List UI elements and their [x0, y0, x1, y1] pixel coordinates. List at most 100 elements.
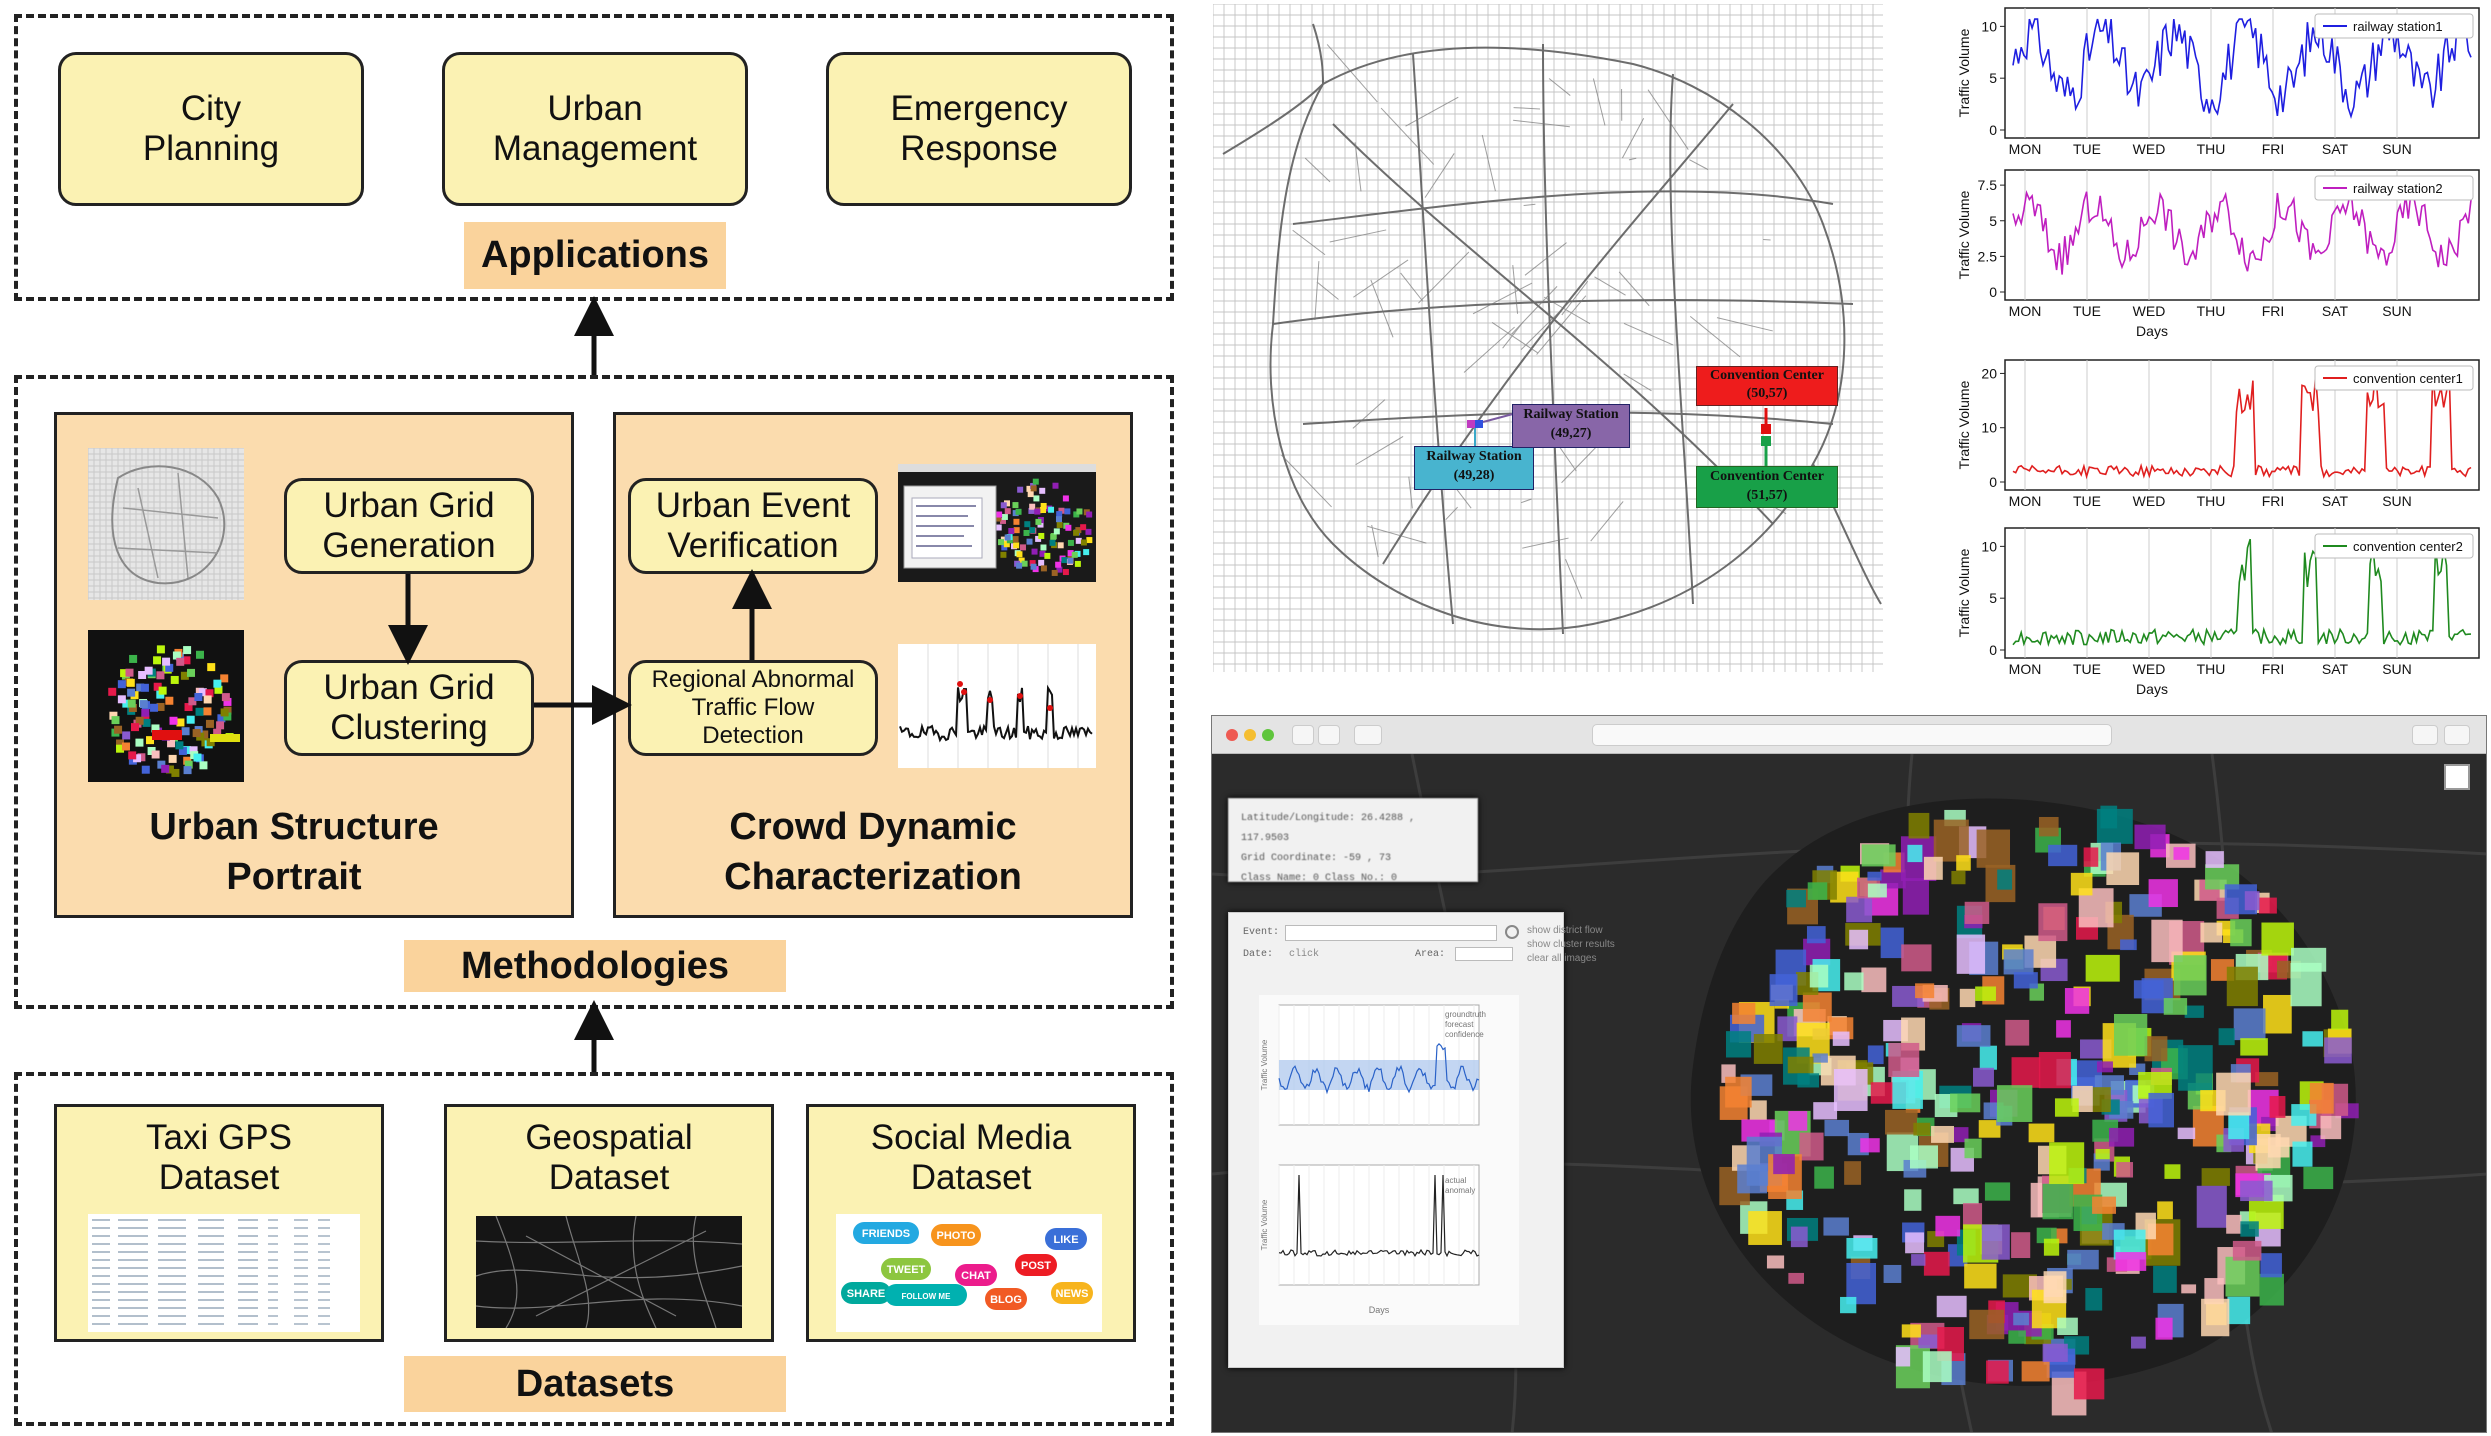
cluster-cell [1753, 1034, 1783, 1064]
urban-management-box: Urban Management [442, 52, 748, 206]
date-value[interactable]: click [1289, 949, 1320, 960]
show-cluster-results-option[interactable]: show cluster results [1527, 939, 1615, 950]
cluster-cell [2310, 1135, 2326, 1148]
cluster-cell [2038, 903, 2068, 942]
cluster-cell [1748, 1211, 1782, 1245]
cluster-cell [2083, 847, 2099, 867]
cluster-cell [1790, 1226, 1808, 1248]
legend-label: convention center1 [2353, 371, 2463, 386]
cluster-cell [1885, 1109, 1918, 1135]
railway-station-2-label: Railway Station (49,27) [1512, 404, 1630, 448]
event-select[interactable] [1285, 925, 1497, 941]
cluster-cell [1860, 1138, 1880, 1153]
x-tick-label: WED [2133, 493, 2166, 509]
cluster-cell [2115, 1252, 2147, 1271]
cluster-cell [2100, 805, 2118, 829]
maximize-button[interactable] [1262, 729, 1274, 741]
social-bubble [881, 1258, 931, 1280]
cluster-cell [2151, 919, 2183, 963]
app-legend-label: anomaly [1445, 1186, 1475, 1195]
cluster-cell [1956, 855, 1971, 871]
cluster-cell [2232, 1240, 2262, 1261]
cluster-cell [1737, 1164, 1768, 1194]
y-axis-label: Traffic Volume [1956, 28, 1972, 117]
x-tick-label: TUE [2073, 303, 2101, 319]
close-button[interactable] [1226, 729, 1238, 741]
fullscreen-button[interactable] [2444, 764, 2470, 790]
refresh-icon[interactable] [1505, 925, 1519, 939]
urban-event-verification-box: Urban Event Verification [628, 478, 878, 574]
cluster-cell [1978, 1120, 2001, 1138]
cluster-cell [1923, 856, 1943, 880]
y-tick-label: 20 [1981, 365, 1997, 381]
area-select[interactable] [1455, 947, 1513, 961]
minimize-button[interactable] [1244, 729, 1256, 741]
cluster-cell [2164, 1164, 2181, 1179]
cluster-cell [2309, 1082, 2334, 1114]
social-bubble [853, 1222, 919, 1244]
cluster-cell [1935, 1215, 1961, 1237]
convention-center-2-label: Convention Center (51,57) [1696, 466, 1838, 508]
cluster-cell [1953, 1188, 1979, 1205]
back-button[interactable] [1292, 725, 1314, 745]
y-axis-label: Traffic Volume [1956, 190, 1972, 279]
cluster-cell [2148, 879, 2178, 908]
control-panel: Event: Date: click Area: show district f… [1228, 912, 1615, 1368]
x-tick-label: SAT [2322, 141, 2349, 157]
share-button[interactable] [2412, 725, 2438, 745]
cluster-cell [2205, 851, 2224, 868]
legend-box [2314, 175, 2474, 201]
forward-button[interactable] [1318, 725, 1340, 745]
cluster-cell [2148, 1092, 2175, 1128]
social-bubble [1045, 1228, 1087, 1250]
cluster-cell [1913, 1122, 1931, 1136]
cluster-cell [1732, 1002, 1756, 1024]
app-screenshot-thumbnail [898, 464, 1096, 582]
cluster-cell [2129, 1063, 2146, 1075]
x-tick-label: SAT [2322, 493, 2349, 509]
info-panel: Latitude/Longitude: 26.4288 , 117.9503 G… [1228, 798, 1478, 884]
urban-structure-title: Urban Structure Portrait [149, 806, 439, 898]
sidebar-button[interactable] [1354, 725, 1382, 745]
cluster-cell [2230, 919, 2252, 947]
tabs-button[interactable] [2444, 725, 2470, 745]
series-line [2012, 188, 2472, 275]
cluster-cell [2005, 1019, 2030, 1046]
cluster-cell [1773, 1154, 1795, 1175]
cluster-cell [1908, 812, 1930, 839]
class-text: Class Name: 0 Class No.: 0 [1241, 873, 1398, 884]
cluster-cell [2181, 1284, 2197, 1294]
cluster-cell [2002, 1274, 2038, 1298]
address-bar[interactable] [1592, 724, 2112, 746]
cluster-cell [2134, 824, 2166, 850]
y-tick-label: 7.5 [1978, 177, 1998, 193]
cluster-cell [1964, 1263, 1997, 1289]
cluster-cell [1905, 1232, 1925, 1254]
cluster-cell [1964, 1138, 1982, 1159]
cluster-cell [2011, 1057, 2041, 1088]
social-word: TWEET [887, 1264, 926, 1276]
show-district-flow-option[interactable]: show district flow [1527, 925, 1603, 936]
railway-station-markers [1467, 413, 1514, 446]
cluster-map-thumbnail [88, 630, 244, 782]
legend-label: railway station2 [2353, 181, 2443, 196]
cluster-cell [1915, 983, 1935, 999]
abnormal-flow-thumbnail [898, 644, 1096, 768]
app-x-label: Days [1369, 1305, 1390, 1315]
y-tick-label: 0 [1989, 474, 1997, 490]
cluster-cell [2097, 1061, 2113, 1073]
clear-images-option[interactable]: clear all images [1527, 953, 1597, 964]
cluster-cell [2331, 1009, 2349, 1030]
datasets-tag: Datasets [404, 1356, 786, 1412]
x-tick-label: TUE [2073, 493, 2101, 509]
x-tick-label: TUE [2073, 141, 2101, 157]
app-legend-label: groundtruth [1445, 1010, 1486, 1019]
cluster-cell [2163, 998, 2188, 1015]
social-word: FOLLOW ME [902, 1292, 952, 1301]
cluster-cell [2226, 966, 2258, 1007]
cluster-cell [1962, 1203, 1983, 1229]
cluster-cell [2244, 891, 2260, 911]
